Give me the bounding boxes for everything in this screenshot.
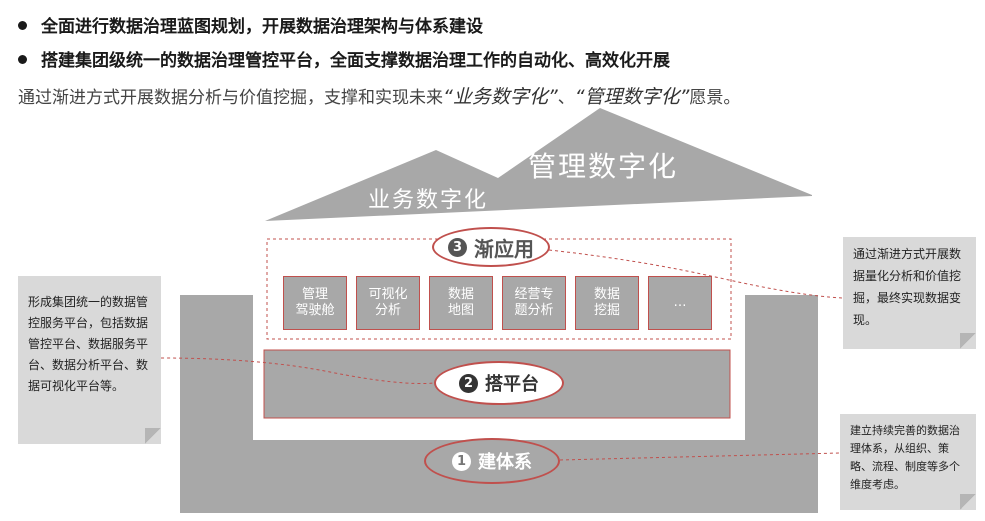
page-fold-icon [960, 333, 976, 349]
bullet-point-2: 搭建集团级统一的数据治理管控平台，全面支撑数据治理工作的自动化、高效化开展 [18, 46, 670, 71]
stage2-oval: 2 搭平台 [434, 361, 564, 405]
note-application-text: 通过渐进方式开展数据量化分析和价值挖掘，最终实现数据变现。 [853, 247, 962, 327]
note-system-text: 建立持续完善的数据治理体系，从组织、策略、流程、制度等多个维度考虑。 [850, 424, 960, 491]
note-system: 建立持续完善的数据治理体系，从组织、策略、流程、制度等多个维度考虑。 [840, 414, 976, 510]
intro-suffix: 愿景。 [689, 88, 741, 108]
card-more: … [648, 276, 712, 330]
page-fold-icon [145, 428, 161, 444]
bullet-point-1: 全面进行数据治理蓝图规划，开展数据治理架构与体系建设 [18, 12, 483, 37]
stage3-number-icon: 3 [448, 237, 467, 257]
stage1-label: 建体系 [478, 452, 532, 473]
note-platform-text: 形成集团统一的数据管控服务平台，包括数据管控平台、数据服务平台、数据分析平台、数… [28, 295, 149, 393]
intro-em-business: “业务数字化” [443, 86, 558, 108]
page-fold-icon [960, 494, 976, 510]
card-data-map: 数据地图 [429, 276, 493, 330]
card-cockpit: 管理驾驶舱 [283, 276, 347, 330]
roof-shape [265, 108, 812, 221]
intro-text: 通过渐进方式开展数据分析与价值挖掘，支撑和实现未来“业务数字化”、“管理数字化”… [18, 82, 740, 109]
connector-stage1 [559, 452, 841, 461]
intro-prefix: 通过渐进方式开展数据分析与价值挖掘，支撑和实现未来 [18, 88, 443, 108]
connector-stage2 [160, 357, 435, 385]
note-platform: 形成集团统一的数据管控服务平台，包括数据管控平台、数据服务平台、数据分析平台、数… [18, 276, 161, 444]
stage1-number-icon: 1 [452, 451, 471, 471]
bullet-text: 全面进行数据治理蓝图规划，开展数据治理架构与体系建设 [41, 17, 483, 37]
stage3-oval: 3 渐应用 [432, 227, 550, 267]
stage2-label: 搭平台 [485, 374, 539, 395]
note-application: 通过渐进方式开展数据量化分析和价值挖掘，最终实现数据变现。 [843, 237, 976, 349]
house-base-shape [180, 295, 818, 513]
intro-em-management: “管理数字化” [574, 86, 690, 108]
bullet-dot-icon [18, 20, 27, 30]
bullet-dot-icon [18, 54, 27, 64]
intro-separator: 、 [557, 88, 575, 108]
card-visual-analysis: 可视化分析 [356, 276, 420, 330]
card-business-analysis: 经营专题分析 [502, 276, 566, 330]
stage2-number-icon: 2 [459, 373, 478, 393]
roof-label-business: 业务数字化 [368, 188, 489, 213]
bullet-text: 搭建集团级统一的数据治理管控平台，全面支撑数据治理工作的自动化、高效化开展 [41, 51, 670, 71]
connector-stage3 [548, 249, 844, 299]
stage3-label: 渐应用 [474, 236, 534, 261]
stage1-oval: 1 建体系 [424, 438, 560, 484]
card-data-mining: 数据挖掘 [575, 276, 639, 330]
roof-label-management: 管理数字化 [528, 150, 679, 183]
